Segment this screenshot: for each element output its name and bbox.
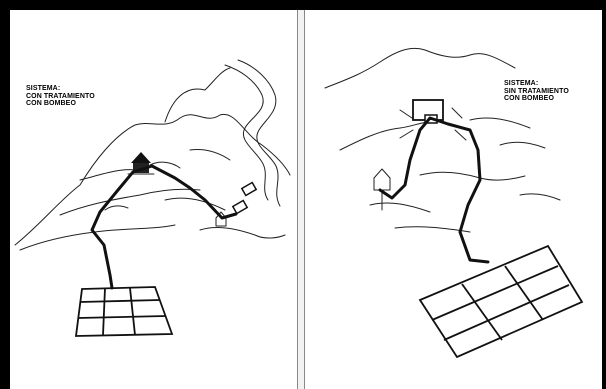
right-distribution-grid: [420, 246, 582, 357]
left-distribution-grid: [76, 287, 172, 336]
right-caption-line2: SIN TRATAMIENTO: [504, 88, 569, 96]
right-system-caption: SISTEMA: SIN TRATAMIENTO CON BOMBEO: [504, 80, 569, 103]
left-system-caption: SISTEMA: CON TRATAMIENTO CON BOMBEO: [26, 85, 95, 108]
right-caption-line1: SISTEMA:: [504, 80, 569, 88]
right-caption-line3: CON BOMBEO: [504, 95, 569, 103]
left-caption-line2: CON TRATAMIENTO: [26, 93, 95, 101]
left-caption-line1: SISTEMA:: [26, 85, 95, 93]
left-caption-line3: CON BOMBEO: [26, 100, 95, 108]
right-mountains: [325, 48, 560, 232]
right-pipeline: [380, 118, 488, 262]
